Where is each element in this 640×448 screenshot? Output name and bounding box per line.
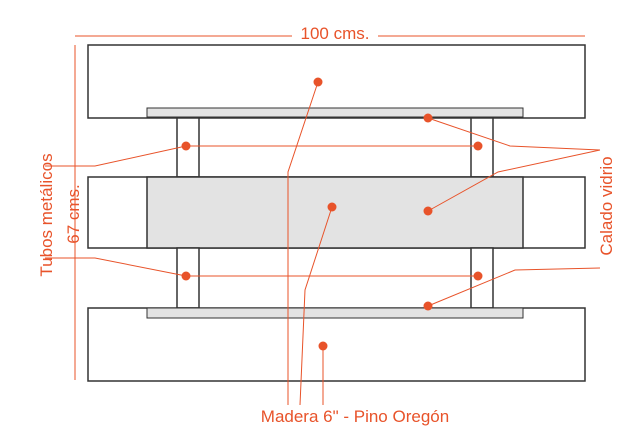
- width-dimension-label: 100 cms.: [301, 24, 370, 43]
- glass-label: Calado vidrio: [597, 156, 616, 255]
- top-wood-beam: [87, 44, 586, 119]
- bottom-wood-beam: [87, 307, 586, 382]
- wood-label: Madera 6" - Pino Oregón: [261, 407, 449, 426]
- glass-leaders: [427, 117, 601, 307]
- top-glass-strip: [146, 107, 524, 118]
- wood-leaders: [287, 81, 333, 406]
- tubes-leaders: [45, 145, 478, 277]
- middle-glass-panel: [146, 176, 524, 249]
- bottom-glass-strip-front: [146, 307, 524, 319]
- height-dimension-label: 67 cms.: [64, 184, 83, 244]
- callout-dots: [181, 77, 483, 351]
- tubes-label: Tubos metálicos: [37, 153, 56, 276]
